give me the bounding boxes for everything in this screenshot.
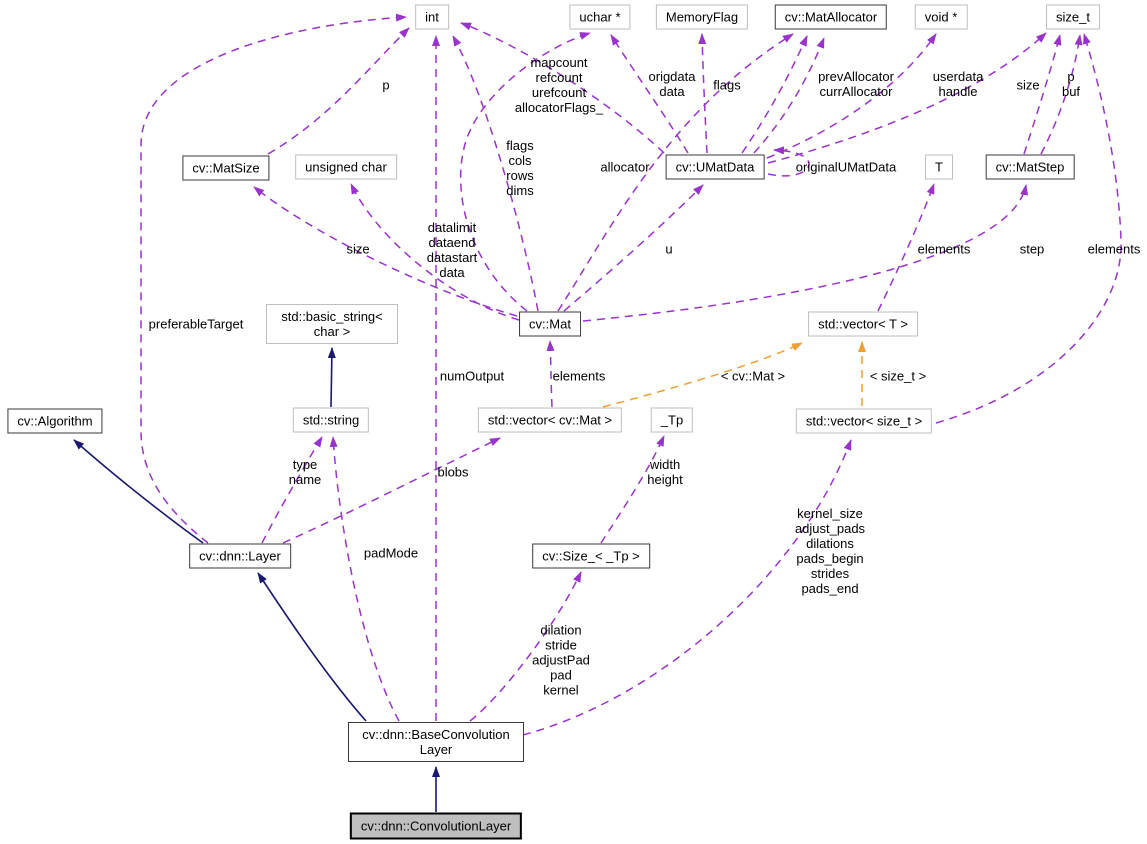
node-size-tp[interactable]: cv::Size_< _Tp >	[532, 543, 650, 569]
edge-mat-ucharptr-data	[459, 32, 591, 312]
node-unsigned-char: unsigned char	[295, 154, 397, 180]
edge-sizetp-tp-widthheight	[600, 435, 665, 544]
edge-label-umat-int: mapcount refcount urefcount allocatorFla…	[514, 55, 604, 115]
edge-mat-matallocator-allocator	[557, 33, 794, 312]
node-matstep[interactable]: cv::MatStep	[985, 154, 1075, 180]
edge-label-flags-memory: flags	[713, 77, 741, 93]
edge-mat-unsignedchar	[350, 183, 520, 321]
edge-layer-algorithm-inherit	[73, 439, 204, 544]
node-void-ptr: void *	[914, 4, 968, 30]
edge-label-datalimit-block: datalimit dataend datastart data	[426, 220, 478, 280]
edge-label-kernel-block: kernel_size adjust_pads dilations pads_b…	[794, 506, 866, 596]
edge-label-template-mat: < cv::Mat >	[720, 368, 786, 384]
edge-layer-int-preferabletarget	[140, 13, 407, 544]
node-basic-string: std::basic_string< char >	[266, 304, 398, 344]
edge-vectort-t-elements	[877, 183, 935, 312]
edge-label-u: u	[665, 241, 673, 257]
edge-label-blobs: blobs	[437, 464, 469, 480]
node-vector-t: std::vector< T >	[808, 311, 918, 337]
edge-label-dilation-block: dilation stride adjustPad pad kernel	[532, 622, 590, 698]
node-size-t: size_t	[1046, 4, 1100, 30]
node-string: std::string	[292, 407, 370, 433]
edge-layer-string-typename	[261, 436, 323, 544]
edge-label-step: step	[1019, 241, 1045, 257]
edge-mat-int-flags	[452, 35, 539, 312]
edge-label-template-size-t: < size_t >	[869, 368, 927, 384]
edge-label-elements-mat: elements	[552, 368, 606, 384]
edge-vectormat-mat-elements	[546, 340, 555, 408]
edge-label-flags-cols-rows-dims: flags cols rows dims	[506, 138, 534, 198]
node-baseconvolutionlayer[interactable]: cv::dnn::BaseConvolution Layer	[348, 722, 524, 762]
edge-label-originalumatdata: originalUMatData	[795, 159, 897, 175]
edge-umatdata-int-refcounts	[460, 22, 665, 154]
edge-label-type-name: type name	[288, 457, 322, 487]
edge-label-size-umat: size	[1016, 77, 1040, 93]
edge-label-size-mat: size	[346, 241, 370, 257]
edge-label-elements-t: elements	[917, 241, 971, 257]
edge-string-basicstring-inherit	[327, 347, 336, 408]
edge-label-preferabletarget: preferableTarget	[148, 316, 244, 332]
edge-umatdata-ucharptr-origdata	[610, 34, 689, 154]
node-umatdata[interactable]: cv::UMatData	[665, 154, 765, 180]
edge-umatdata-matallocator-curr	[753, 37, 825, 154]
edge-label-allocator: allocator	[600, 159, 650, 175]
edge-umatdata-sizet-size	[767, 32, 1047, 164]
edge-label-width-height: width height	[647, 457, 683, 487]
edge-matsize-int-p	[267, 27, 410, 155]
edge-label-prev-curr-allocator: prevAllocator currAllocator	[818, 69, 894, 99]
edge-label-origdata-data: origdata data	[648, 69, 696, 99]
edge-vectorsizet-sizet-elements	[935, 33, 1122, 424]
node-matallocator[interactable]: cv::MatAllocator	[774, 4, 888, 30]
node-tp-param: _Tp	[650, 407, 694, 433]
edge-mat-matsize-size	[253, 186, 518, 317]
node-dnn-layer[interactable]: cv::dnn::Layer	[189, 543, 291, 569]
edge-label-userdata-handle: userdata handle	[932, 69, 984, 99]
edge-matstep-sizet-p	[1023, 34, 1062, 155]
node-int: int	[415, 4, 449, 30]
node-vector-mat: std::vector< cv::Mat >	[477, 407, 623, 433]
node-mat[interactable]: cv::Mat	[519, 311, 581, 337]
edge-mat-umatdata-u	[563, 184, 704, 312]
node-t-param: T	[925, 154, 953, 180]
node-matsize[interactable]: cv::MatSize	[182, 155, 270, 181]
edge-label-p-buf: p buf	[1061, 69, 1081, 99]
edge-label-p-int: p	[382, 77, 390, 93]
node-vector-size-t: std::vector< size_t >	[795, 408, 933, 434]
edge-umatdata-matallocator-prev	[741, 35, 808, 154]
edge-baseconv-layer-inherit	[257, 572, 367, 722]
edge-layer-vectormat-blobs	[282, 437, 501, 544]
edge-label-padmode: padMode	[363, 545, 419, 561]
node-memoryflag: MemoryFlag	[655, 4, 749, 30]
edge-baseconv-vectorsizet-kernelsize	[522, 439, 852, 736]
edge-mat-matstep-step	[582, 184, 1029, 322]
edge-baseconv-string-padmode	[329, 436, 400, 722]
edge-matstep-sizet-buf	[1040, 34, 1083, 155]
node-convolutionlayer: cv::dnn::ConvolutionLayer	[349, 812, 523, 840]
edge-baseconv-sizetp-kernel	[469, 571, 582, 722]
edge-label-elements-size-t: elements	[1087, 241, 1141, 257]
edge-label-numoutput: numOutput	[439, 368, 505, 384]
node-uchar-ptr: uchar *	[569, 4, 631, 30]
node-algorithm[interactable]: cv::Algorithm	[7, 408, 103, 434]
edge-umatdata-voidptr-userdata	[766, 33, 937, 159]
edge-umatdata-memoryflag-flags	[698, 33, 708, 154]
edge-vectormat-vectort-template	[602, 342, 803, 408]
edge-umatdata-self-originalumatdata	[767, 146, 810, 177]
